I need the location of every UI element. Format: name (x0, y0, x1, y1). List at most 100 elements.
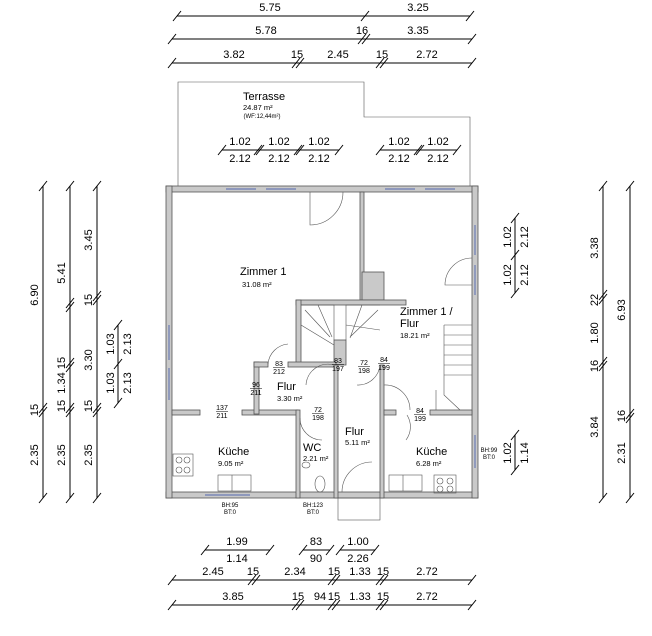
dim-label: 3.35 (407, 25, 428, 37)
dim-label: 2.13 (122, 333, 134, 354)
dim-tick (510, 464, 520, 476)
room-name: Zimmer 1 / (400, 306, 454, 318)
dim-label: 211 (250, 390, 261, 397)
dim-tick (370, 544, 380, 556)
dim-tick (200, 544, 210, 556)
dim-tick (375, 599, 385, 611)
dim-label: 1.02 (229, 136, 250, 148)
dim-tick (38, 402, 48, 414)
terrace-outline (177, 81, 471, 186)
dim-tick (598, 356, 608, 368)
dim-label: 22 (589, 294, 601, 306)
dim-label: 211 (216, 413, 227, 420)
dim-label: 3.82 (223, 49, 244, 61)
dim-label: 2.35 (29, 444, 41, 465)
dim-tick (379, 57, 389, 69)
dim-label: 1.34 (56, 372, 68, 393)
room-name: Terrasse (243, 91, 285, 103)
dim-label: 199 (378, 365, 390, 372)
dim-label: 2.13 (122, 372, 134, 393)
fixtures (172, 453, 457, 494)
dim-tick (38, 492, 48, 504)
dim-label: 15 (56, 357, 68, 369)
dim-label: 15 (29, 404, 41, 416)
dim-tick (255, 144, 265, 156)
dim-label: 2.35 (56, 444, 68, 465)
dim-tick (113, 397, 123, 409)
dim-tick (295, 599, 305, 611)
dim-label: 15 (83, 400, 95, 412)
dim-tick (327, 599, 337, 611)
dim-label: 15 (291, 49, 303, 61)
room-name: Küche (416, 446, 447, 458)
dim-tick (265, 544, 275, 556)
dim-tick (375, 144, 385, 156)
dim-tick (327, 574, 337, 586)
terrace-window-dims: 1.022.121.022.121.022.121.022.121.022.12 (229, 136, 448, 165)
dim-tick (65, 402, 75, 414)
dim-label: 6.93 (616, 299, 628, 320)
dim-label: 2.45 (202, 566, 223, 578)
dim-tick (92, 402, 102, 414)
dim-label: 3.84 (589, 416, 601, 437)
dim-tick (452, 144, 462, 156)
room-area: 5.11 m² (345, 438, 370, 447)
dim-tick (92, 492, 102, 504)
room-name: Zimmer 1 (240, 266, 286, 278)
dim-label: 16 (616, 410, 628, 422)
dim-tick (335, 544, 345, 556)
door-labels: 8321296211831977219884199721981372118419… (216, 357, 426, 423)
dim-tick (357, 33, 367, 45)
dim-label: 1.02 (502, 226, 514, 247)
dim-tick (65, 357, 75, 369)
dim-label: BH:99 (481, 448, 498, 454)
dim-label: 15 (328, 566, 340, 578)
dim-label: 15 (83, 294, 95, 306)
dim-tick (361, 33, 371, 45)
dim-label: 16 (589, 360, 601, 372)
dim-label: 3.30 (83, 349, 95, 370)
dim-tick (92, 406, 102, 418)
dim-label: 2.12 (308, 153, 329, 165)
dim-label: 1.02 (388, 136, 409, 148)
dim-label: 198 (312, 415, 324, 422)
room-area: 24.87 m² (243, 103, 273, 112)
dim-tick (331, 574, 341, 586)
dim-label: 5.41 (56, 262, 68, 283)
dim-tick (113, 358, 123, 370)
dim-tick (38, 406, 48, 418)
dim-tick (375, 574, 385, 586)
dim-label: BT:0 (483, 455, 496, 461)
dim-label: 1.02 (502, 264, 514, 285)
dim-tick (465, 10, 475, 22)
dim-label: 72 (314, 407, 322, 414)
room-name: Flur (400, 318, 419, 330)
dim-tick (253, 144, 263, 156)
dim-label: 2.31 (616, 442, 628, 463)
left-dim-labels: 6.90152.355.41151.34152.353.45153.30152.… (29, 229, 134, 465)
dim-label: 2.26 (347, 553, 368, 565)
dim-tick (375, 57, 385, 69)
room-area: 2.21 m² (303, 454, 329, 463)
dim-tick (65, 406, 75, 418)
dim-tick (167, 57, 177, 69)
dim-tick (467, 599, 477, 611)
dim-label: 2.12 (519, 264, 531, 285)
dim-label: 15 (377, 566, 389, 578)
dim-label: 1.02 (268, 136, 289, 148)
dim-tick (415, 144, 425, 156)
dim-tick (295, 57, 305, 69)
dimension-ticks (38, 10, 635, 611)
dim-label: 16 (356, 25, 368, 37)
dim-label: 1.02 (308, 136, 329, 148)
room-area: 18.21 m² (400, 331, 430, 340)
dim-label: 1.80 (589, 322, 601, 343)
dim-label: 5.78 (255, 25, 276, 37)
dim-tick (113, 319, 123, 331)
dim-tick (167, 599, 177, 611)
dim-label: 212 (273, 369, 285, 376)
room-area: 31.08 m² (242, 280, 272, 289)
